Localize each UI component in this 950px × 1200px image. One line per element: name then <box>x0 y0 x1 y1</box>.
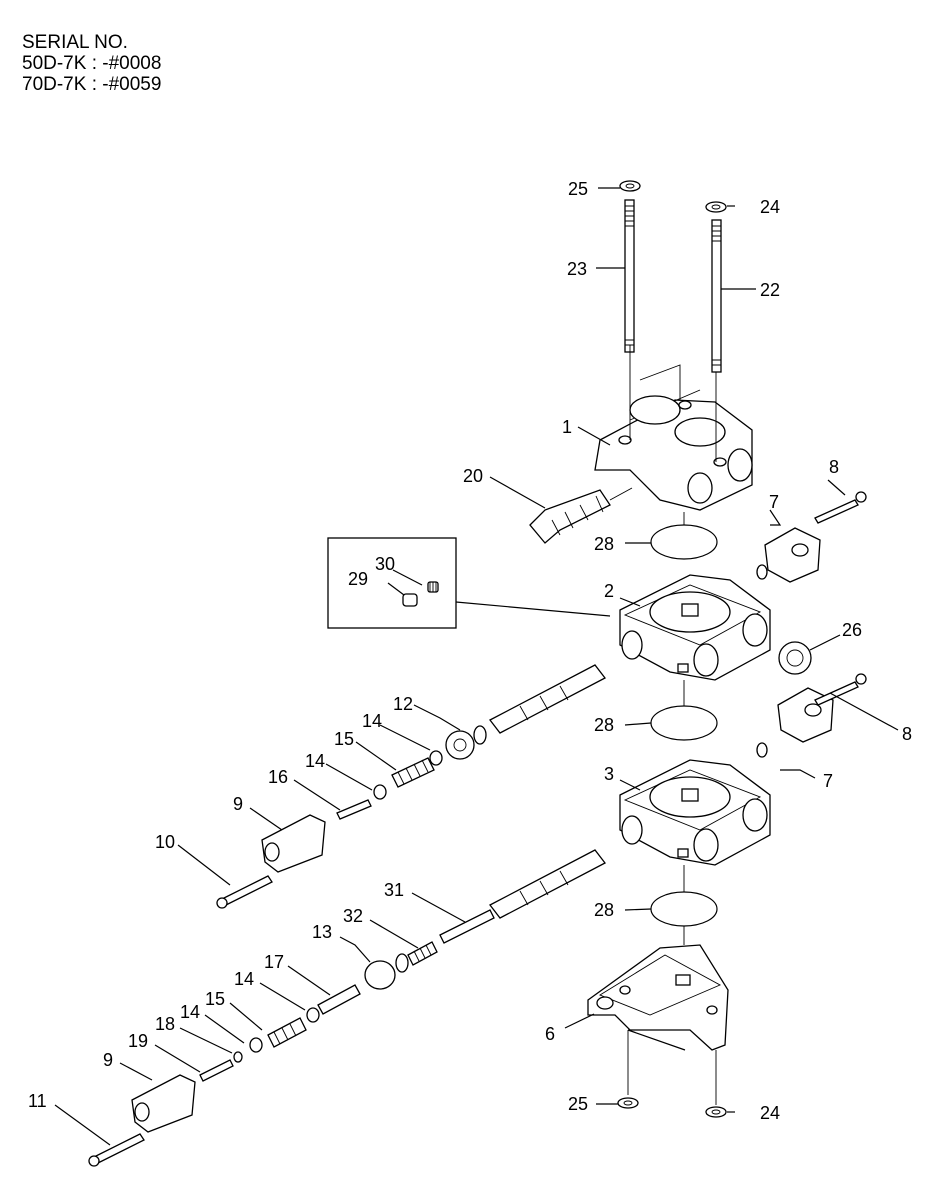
callout-15-lower: 15 <box>205 989 225 1009</box>
o-ring-bottom <box>650 891 718 927</box>
bolt-upper <box>814 491 867 524</box>
callout-13: 13 <box>312 922 332 942</box>
callout-14-lower-b: 14 <box>180 1002 200 1022</box>
callout-26: 26 <box>842 620 862 640</box>
pin-16 <box>336 799 372 820</box>
callout-8-lower: 8 <box>902 724 912 744</box>
pin-19 <box>199 1059 234 1082</box>
washer-14-lower-b <box>249 1037 263 1053</box>
callout-9-upper: 9 <box>233 794 243 814</box>
plunger-31 <box>439 909 495 944</box>
serial-line-70d: 70D-7K : -#0059 <box>22 74 162 95</box>
callout-14-lower-a: 14 <box>234 969 254 989</box>
tie-rod-right <box>711 219 722 373</box>
washer-14-upper-a <box>429 750 443 766</box>
callout-23: 23 <box>567 259 587 279</box>
nut-top-right <box>705 201 727 213</box>
valve-section-1 <box>619 574 771 681</box>
callout-9-lower: 9 <box>103 1050 113 1070</box>
callout-12: 12 <box>393 694 413 714</box>
plug-26 <box>778 641 812 675</box>
callout-24-bottom: 24 <box>760 1103 780 1123</box>
serial-number-header: SERIAL NO. 50D-7K : -#0008 70D-7K : -#00… <box>22 32 161 95</box>
callout-3: 3 <box>604 764 614 784</box>
callout-30: 30 <box>375 554 395 574</box>
o-ring-mid <box>650 705 718 741</box>
callout-28-bottom: 28 <box>594 900 614 920</box>
spool-assembly-1 <box>336 664 606 820</box>
callout-18: 18 <box>155 1014 175 1034</box>
spring-32 <box>407 941 438 966</box>
callout-7-upper: 7 <box>769 492 779 512</box>
callout-31: 31 <box>384 880 404 900</box>
o-ring-top <box>650 524 718 560</box>
serial-title: SERIAL NO. <box>22 32 128 53</box>
callout-15-upper: 15 <box>334 729 354 749</box>
callout-20: 20 <box>463 466 483 486</box>
nut-bottom-left <box>617 1097 639 1109</box>
relief-valve <box>529 487 633 544</box>
top-cover-block <box>594 345 753 511</box>
callout-17: 17 <box>264 952 284 972</box>
tie-rod-left <box>624 199 635 353</box>
washer-14-upper-b <box>373 784 387 800</box>
cap-13 <box>364 953 409 990</box>
callout-8-upper: 8 <box>829 457 839 477</box>
callout-6: 6 <box>545 1024 555 1044</box>
callout-2: 2 <box>604 581 614 601</box>
callout-numbers: 25 24 23 22 1 20 8 7 28 30 29 2 26 12 14… <box>28 179 912 1123</box>
callout-14-upper-b: 14 <box>305 751 325 771</box>
callout-19: 19 <box>128 1031 148 1051</box>
callout-11: 11 <box>28 1091 47 1111</box>
callout-29: 29 <box>348 569 368 589</box>
end-cap-upper <box>261 814 326 873</box>
callout-32: 32 <box>343 906 363 926</box>
inset-detail-box <box>327 537 457 629</box>
callout-10: 10 <box>155 832 175 852</box>
cap-12 <box>445 725 487 760</box>
callout-24-top: 24 <box>760 197 780 217</box>
bolt-11 <box>88 1133 145 1167</box>
ring-18 <box>233 1051 243 1063</box>
callout-14-upper-a: 14 <box>362 711 382 731</box>
callout-22: 22 <box>760 280 780 300</box>
valve-section-2 <box>619 759 771 866</box>
bolt-10 <box>216 875 273 909</box>
callout-1: 1 <box>562 417 572 437</box>
end-cap-lower <box>131 1074 196 1133</box>
nut-top-left <box>619 180 641 192</box>
callout-7-lower: 7 <box>823 771 833 791</box>
nut-bottom-right <box>705 1106 727 1118</box>
small-spring-30 <box>427 581 439 593</box>
callout-28-top: 28 <box>594 534 614 554</box>
bracket-upper <box>756 527 821 583</box>
spring-15-upper <box>391 757 435 788</box>
stem-17 <box>317 984 361 1015</box>
spool-assembly-2 <box>199 849 606 1082</box>
callout-28-mid: 28 <box>594 715 614 735</box>
serial-line-50d: 50D-7K : -#0008 <box>22 53 162 74</box>
washer-14-lower-a <box>306 1007 320 1023</box>
leader-lines <box>54 187 899 1146</box>
bolt-lower <box>814 673 867 706</box>
spring-plug-29 <box>402 593 418 607</box>
spring-15-lower <box>267 1017 307 1048</box>
callout-16: 16 <box>268 767 288 787</box>
bottom-cover <box>587 944 729 1051</box>
callout-25-top: 25 <box>568 179 588 199</box>
callout-25-bottom: 25 <box>568 1094 588 1114</box>
